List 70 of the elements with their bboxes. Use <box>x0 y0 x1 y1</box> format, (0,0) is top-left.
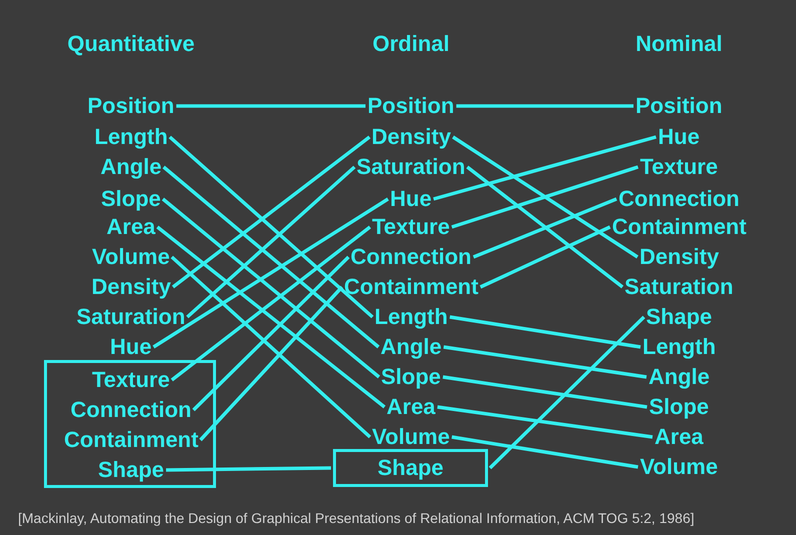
channel-label: Containment <box>64 426 198 454</box>
connector-line <box>442 375 648 409</box>
channel-label: Slope <box>381 363 441 391</box>
channel-label: Containment <box>612 213 746 241</box>
channel-label: Saturation <box>624 273 734 301</box>
group-box <box>44 360 216 488</box>
connector-line <box>472 197 618 259</box>
channel-label: Saturation <box>76 303 186 331</box>
channel-label: Position <box>368 92 454 120</box>
connector-line <box>433 135 656 201</box>
channel-label: Density <box>92 273 171 301</box>
channel-label: Length <box>642 333 716 361</box>
channel-label: Position <box>636 92 722 120</box>
channel-label: Volume <box>640 453 718 481</box>
channel-label: Angle <box>100 153 162 181</box>
channel-label: Hue <box>110 333 152 361</box>
channel-label: Slope <box>101 185 161 213</box>
connector-line <box>488 316 646 470</box>
connector-line <box>451 165 639 229</box>
connector-line <box>437 405 653 439</box>
channel-label: Length <box>94 123 168 151</box>
connector-line <box>452 136 638 258</box>
channel-label: Density <box>640 243 719 271</box>
connector-line <box>152 198 389 348</box>
channel-label: Connection <box>350 243 472 271</box>
caption: [Mackinlay, Automating the Design of Graphical Presentations of Relational Information, ACM TOG 5:2, 1986] <box>18 510 694 526</box>
channel-label: Hue <box>390 185 432 213</box>
connector-line <box>168 136 374 318</box>
channel-label: Volume <box>372 423 450 451</box>
channel-label: Shape <box>646 303 712 331</box>
connector-line <box>456 104 634 108</box>
channel-label: Density <box>372 123 451 151</box>
connector-line <box>156 226 386 408</box>
connector-line <box>452 435 638 469</box>
channel-label: Texture <box>372 213 450 241</box>
channel-label: Area <box>654 423 704 451</box>
column-heading: Nominal <box>634 30 724 58</box>
channel-label: Texture <box>92 366 170 394</box>
channel-label: Area <box>106 213 156 241</box>
channel-label: Saturation <box>356 153 466 181</box>
connector-line <box>450 315 641 349</box>
connector-line <box>172 136 371 288</box>
column-heading: Ordinal <box>371 30 450 58</box>
channel-label: Area <box>386 393 436 421</box>
connector-line <box>443 345 647 379</box>
channel-label: Angle <box>380 333 442 361</box>
channel-label: Shape <box>98 456 164 484</box>
channel-label: Hue <box>658 123 700 151</box>
connector-line <box>166 466 332 472</box>
column-heading: Quantitative <box>66 30 196 58</box>
channel-label: Texture <box>640 153 718 181</box>
connector-line <box>170 226 372 382</box>
channel-label: Connection <box>618 185 740 213</box>
connector-line <box>480 225 611 289</box>
connector-line <box>176 104 366 108</box>
channel-label: Position <box>88 92 174 120</box>
connector-line <box>170 256 372 438</box>
connector-line <box>162 166 380 348</box>
channel-label: Containment <box>344 273 478 301</box>
connector-line <box>199 286 344 442</box>
connector-line <box>186 166 356 318</box>
channel-label: Angle <box>648 363 710 391</box>
channel-label: Connection <box>70 396 192 424</box>
channel-label: Volume <box>92 243 170 271</box>
channel-label: Slope <box>649 393 709 421</box>
boxed-label: Shape <box>333 449 488 487</box>
channel-label: Length <box>374 303 448 331</box>
connector-line <box>162 198 380 378</box>
connector-line <box>466 166 624 288</box>
connector-line <box>192 256 350 412</box>
